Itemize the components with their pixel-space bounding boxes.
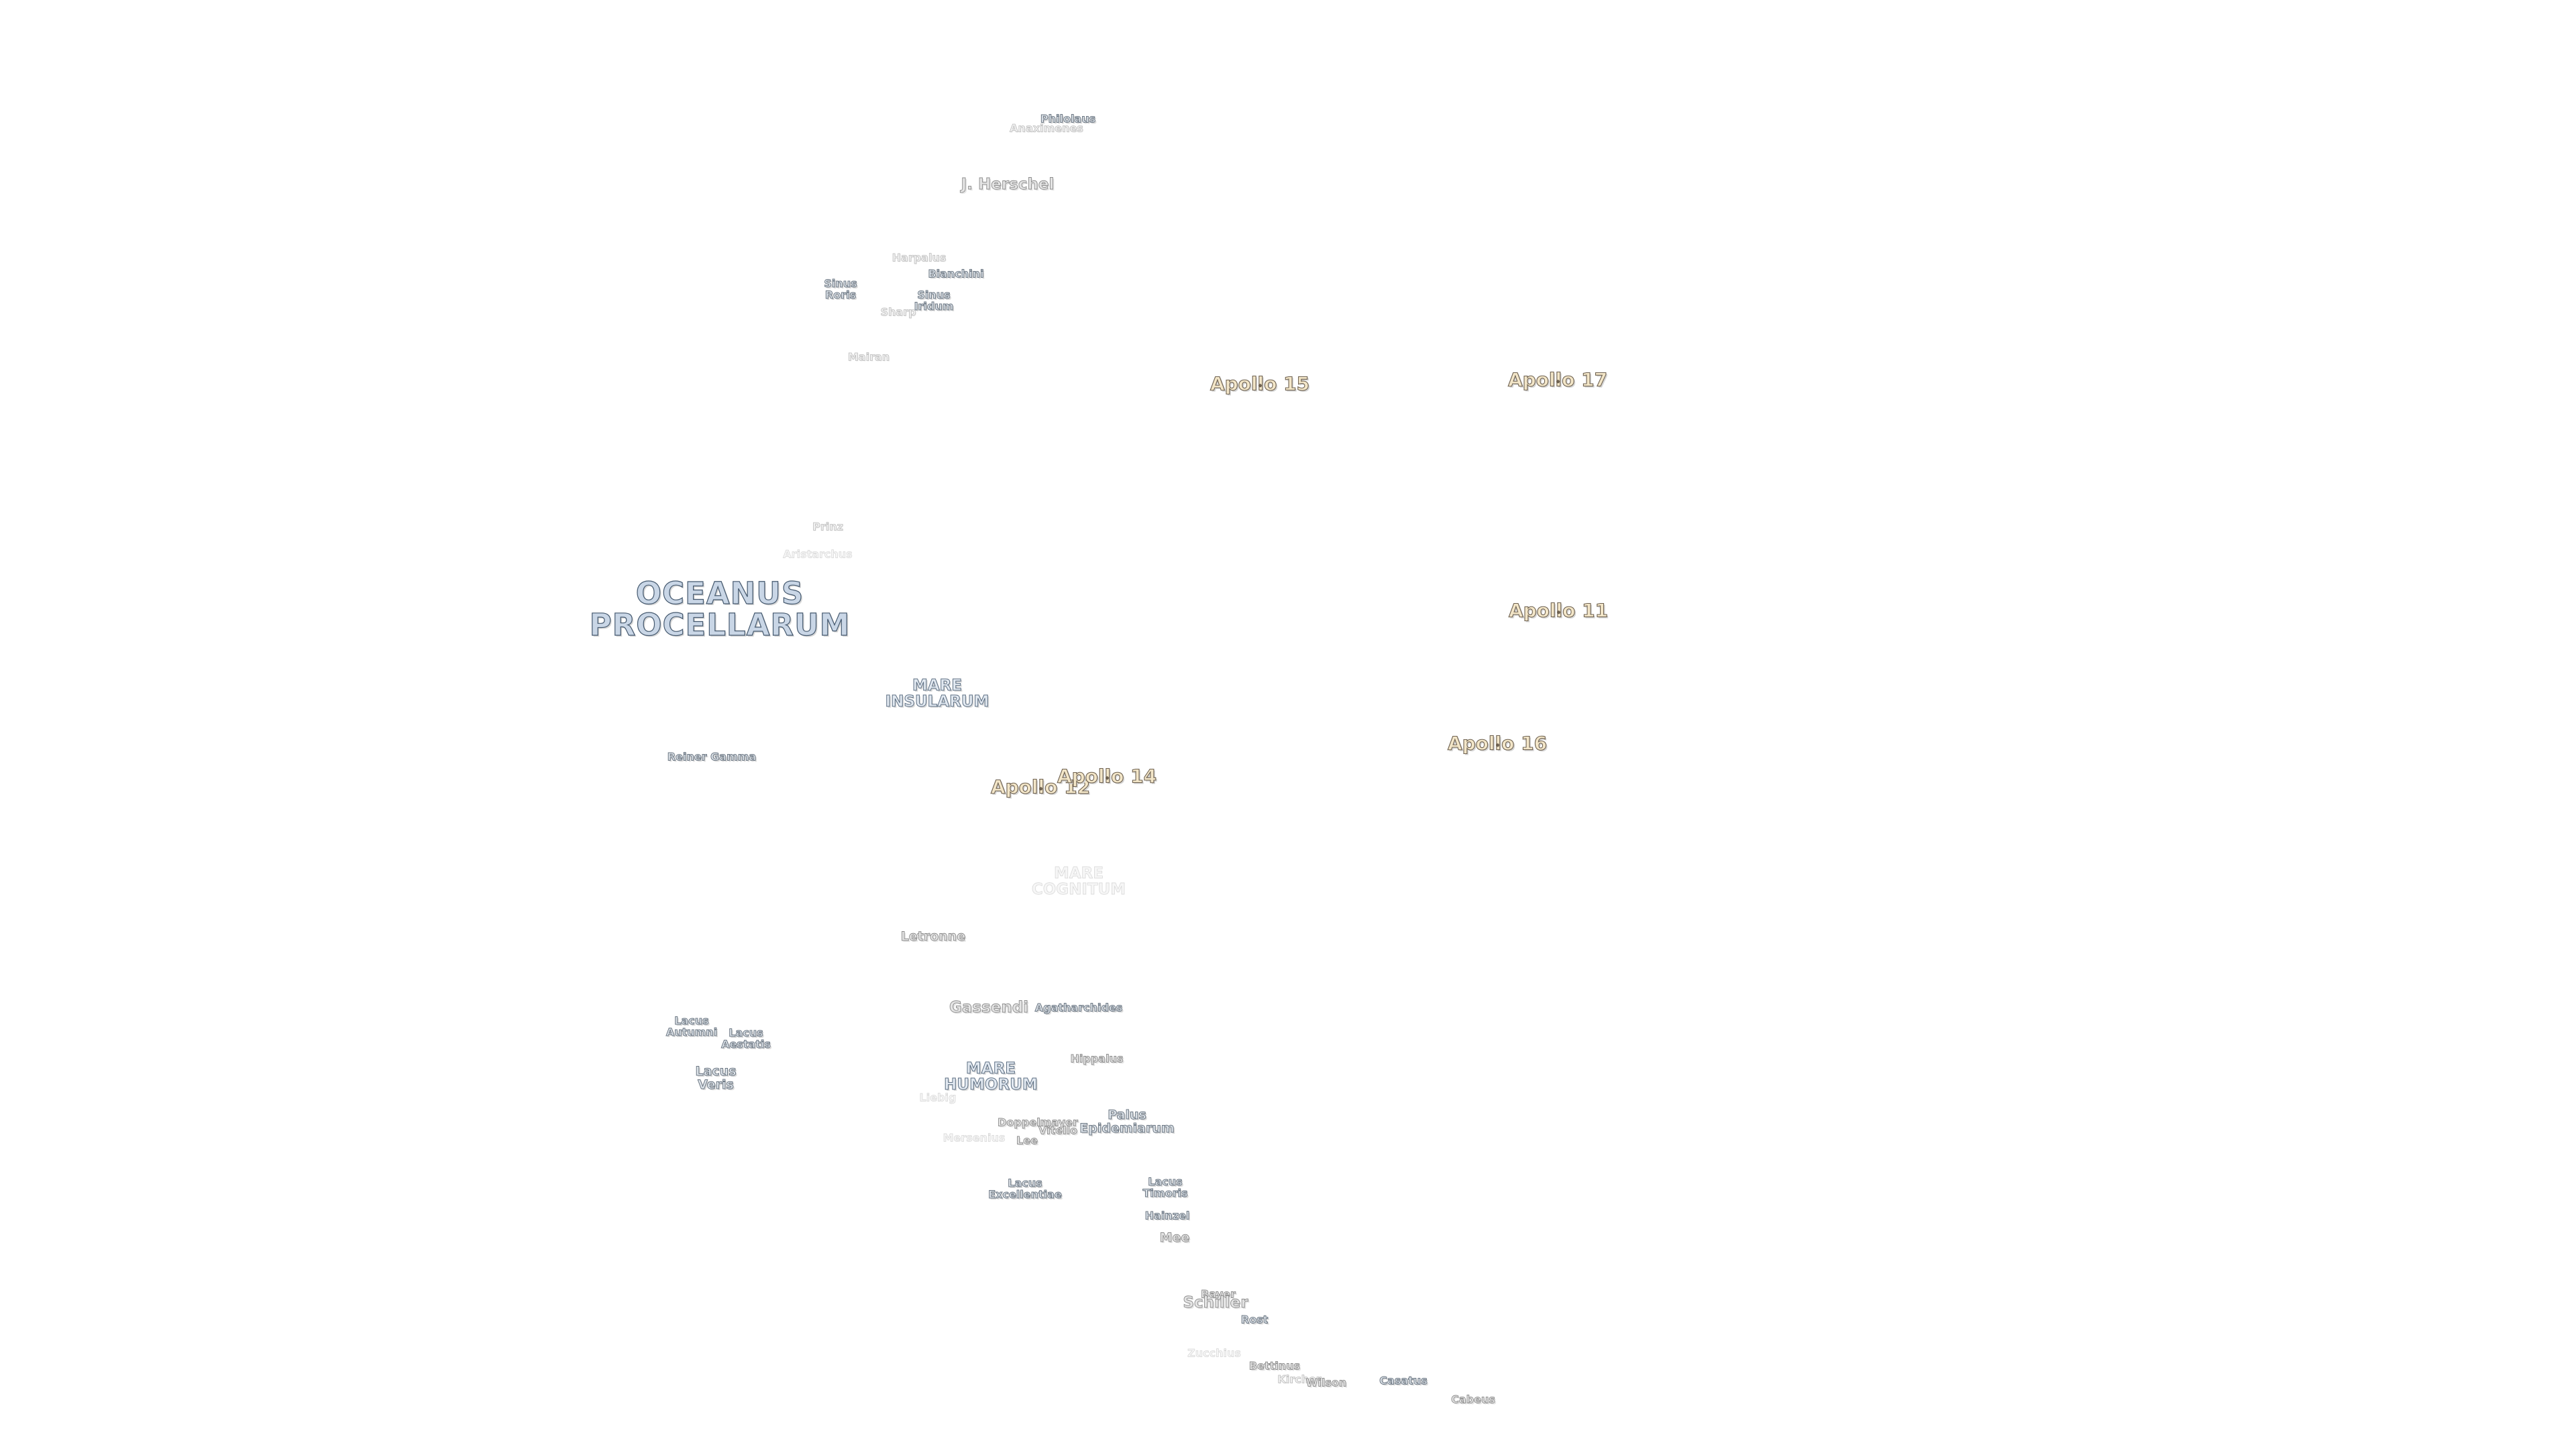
sinus-iridum-line-2: Iridum xyxy=(914,300,954,313)
lacus-excellentiae-line-2: Excellentiae xyxy=(988,1188,1063,1201)
sinus-roris-line-1: Sinus xyxy=(824,277,857,290)
crater-liebig[interactable]: Liebig xyxy=(919,1091,957,1104)
palus-epidemiarum-line-2: Epidemiarum xyxy=(1079,1121,1175,1136)
lacus-excellentiae-line-1: Lacus xyxy=(1008,1177,1042,1190)
oceanus-procellarum[interactable]: OCEANUS PROCELLARUM xyxy=(589,575,851,643)
apollo-15-site[interactable]: Apollo 15 xyxy=(1210,372,1310,395)
crater-casatus[interactable]: Casatus xyxy=(1379,1374,1428,1387)
crater-hainzel[interactable]: Hainzel xyxy=(1144,1209,1190,1222)
mare-humorum-line-1: MARE xyxy=(965,1059,1016,1077)
crater-cabeus[interactable]: Cabeus xyxy=(1451,1393,1496,1406)
sinus-iridum[interactable]: Sinus Iridum xyxy=(914,288,954,313)
lacus-timoris-line-2: Timoris xyxy=(1142,1187,1188,1199)
sinus-iridum-line-1: Sinus xyxy=(917,288,951,302)
lacus-veris-line-2: Veris xyxy=(698,1077,735,1092)
lacus-veris[interactable]: Lacus Veris xyxy=(695,1064,737,1092)
crater-anaximenes[interactable]: Anaximenes xyxy=(1010,121,1083,135)
palus-epidemiarum[interactable]: Palus Epidemiarum xyxy=(1079,1108,1175,1136)
crater-hippalus[interactable]: Hippalus xyxy=(1070,1052,1124,1065)
mare-insularum-line-1: MARE xyxy=(912,676,963,694)
apollo-16-site[interactable]: Apollo 16 xyxy=(1447,732,1548,755)
lacus-veris-line-1: Lacus xyxy=(695,1064,737,1079)
lacus-aestatis-line-1: Lacus xyxy=(729,1026,763,1040)
apollo-17-site[interactable]: Apollo 17 xyxy=(1507,368,1608,391)
lacus-autumni-line-1: Lacus xyxy=(674,1014,709,1028)
lacus-timoris[interactable]: Lacus Timoris xyxy=(1142,1175,1188,1199)
crater-rost[interactable]: Rost xyxy=(1240,1313,1269,1326)
mare-cognitum-line-1: MARE xyxy=(1053,864,1104,882)
oceanus-procellarum-line-1: OCEANUS xyxy=(635,575,804,611)
crater-bianchini[interactable]: Bianchini xyxy=(928,267,984,280)
apollo-11-site[interactable]: Apollo 11 xyxy=(1508,599,1609,622)
crater-aristarchus[interactable]: Aristarchus xyxy=(783,547,853,561)
crater-bettinus[interactable]: Bettinus xyxy=(1248,1359,1301,1373)
crater-vitello[interactable]: Vitello xyxy=(1038,1124,1078,1137)
crater-sharp[interactable]: Sharp xyxy=(880,305,916,319)
mare-humorum[interactable]: MARE HUMORUM xyxy=(944,1059,1038,1093)
apollo-14-site[interactable]: Apollo 14 xyxy=(1057,765,1157,788)
crater-letronne[interactable]: Letronne xyxy=(900,929,966,945)
crater-agatharchides[interactable]: Agatharchides xyxy=(1034,1001,1123,1014)
crater-mersenius[interactable]: Mersenius xyxy=(943,1131,1006,1144)
crater-kircher[interactable]: Kircher xyxy=(1277,1373,1322,1386)
mare-humorum-line-2: HUMORUM xyxy=(944,1076,1038,1093)
lacus-excellentiae[interactable]: Lacus Excellentiae xyxy=(988,1177,1063,1201)
mare-cognitum[interactable]: MARE COGNITUM xyxy=(1031,864,1126,898)
mare-insularum[interactable]: MARE INSULARUM xyxy=(885,676,989,710)
crater-doppelmayer[interactable]: Doppelmayer xyxy=(998,1116,1079,1129)
crater-gassendi[interactable]: Gassendi xyxy=(949,998,1029,1016)
crater-j-herschel[interactable]: J. Herschel xyxy=(961,175,1055,193)
lacus-autumni[interactable]: Lacus Autumni xyxy=(665,1014,718,1038)
reiner-gamma[interactable]: Reiner Gamma xyxy=(667,750,757,763)
apollo-12-site[interactable]: Apollo 12 xyxy=(990,775,1091,798)
oceanus-procellarum-line-2: PROCELLARUM xyxy=(589,607,851,643)
crater-schiller[interactable]: Schiller xyxy=(1183,1293,1248,1311)
crater-lee[interactable]: Lee xyxy=(1016,1134,1038,1147)
crater-bayer[interactable]: Bayer xyxy=(1201,1287,1236,1301)
lacus-autumni-line-2: Autumni xyxy=(665,1026,718,1038)
palus-epidemiarum-line-1: Palus xyxy=(1108,1108,1147,1123)
crater-zucchius[interactable]: Zucchius xyxy=(1187,1346,1241,1360)
crater-philolaus[interactable]: Philolaus xyxy=(1040,112,1096,125)
crater-mee[interactable]: Mee xyxy=(1159,1230,1190,1246)
sinus-roris[interactable]: Sinus Roris xyxy=(824,278,857,301)
sinus-roris-line-2: Roris xyxy=(824,288,857,301)
lacus-aestatis-line-2: Aestatis xyxy=(721,1038,771,1051)
lacus-aestatis[interactable]: Lacus Aestatis xyxy=(721,1026,771,1051)
crater-wilson[interactable]: Wilson xyxy=(1305,1376,1347,1389)
crater-mairan[interactable]: Mairan xyxy=(847,350,890,364)
mare-cognitum-line-2: COGNITUM xyxy=(1031,881,1126,898)
lacus-timoris-line-1: Lacus xyxy=(1148,1175,1183,1189)
mare-insularum-line-2: INSULARUM xyxy=(885,693,989,710)
crater-harpalus[interactable]: Harpalus xyxy=(892,251,947,264)
crater-prinz[interactable]: Prinz xyxy=(812,520,844,533)
